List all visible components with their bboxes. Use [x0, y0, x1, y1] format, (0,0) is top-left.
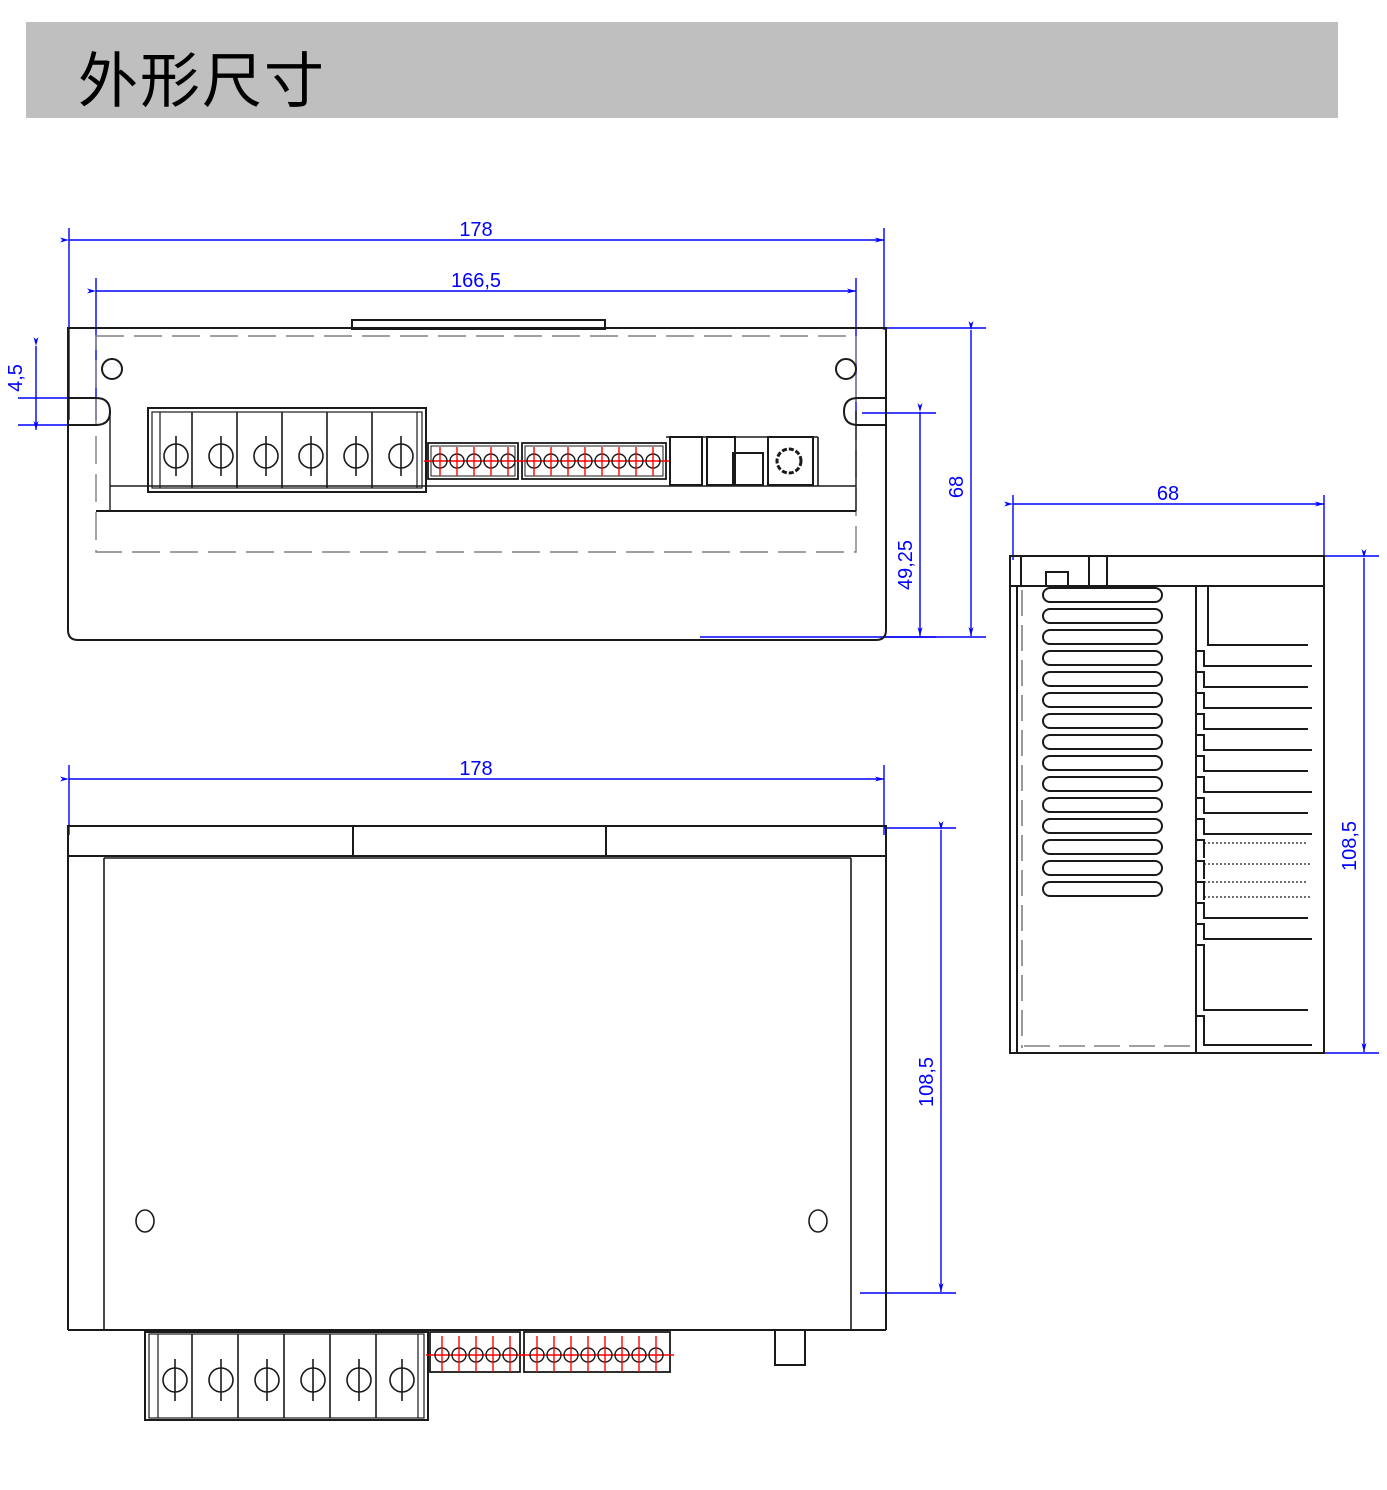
- front-body-outline: [67, 327, 887, 641]
- bottom-screw-terminal-block: [144, 1331, 429, 1421]
- bottom-body-inner: [103, 857, 852, 1330]
- front-view: 178 166,5 4,5 49,25: [5, 219, 986, 641]
- side-heatsink-fins: [1196, 585, 1312, 1046]
- dim-label-side-height-1085: 108,5: [1339, 821, 1361, 871]
- dim-label-front-ear-45: 4,5: [5, 364, 27, 392]
- dim-label-front-height-68: 68: [946, 476, 968, 498]
- front-mount-hole-left: [101, 358, 123, 380]
- page-title: 外形尺寸: [78, 47, 326, 117]
- front-screw-heads: [163, 436, 414, 476]
- side-heatsink-fins-hidden: [1204, 842, 1312, 898]
- side-heatsink-fins-hidden-verticals: [1196, 839, 1205, 900]
- bottom-top-band: [67, 825, 887, 857]
- bottom-connector-5pin: [426, 1331, 524, 1373]
- dim-label-bottom-width-178: 178: [459, 758, 492, 780]
- dim-side-height-1085: [1324, 549, 1379, 1054]
- bottom-view: 178 108,5: [60, 758, 956, 1421]
- side-vent-slots: [1042, 587, 1163, 897]
- dim-front-height-68: [884, 321, 986, 638]
- bottom-screw-heads: [162, 1359, 415, 1401]
- dim-label-front-height-4925: 49,25: [895, 540, 917, 590]
- side-body-outline: [1009, 555, 1325, 1054]
- dim-front-ear-45: [18, 337, 80, 430]
- bottom-mount-hole-right: [808, 1209, 828, 1233]
- dim-label-front-width-1665: 166,5: [451, 270, 501, 292]
- dim-label-front-width-178: 178: [459, 219, 492, 241]
- front-faceplate-hidden: [95, 335, 857, 553]
- dim-label-side-width-68: 68: [1157, 483, 1179, 505]
- bottom-connector-9pin: [522, 1331, 674, 1373]
- dim-bottom-width-178: [60, 765, 885, 835]
- dim-bottom-depth-1085: [860, 821, 956, 1294]
- front-indicator-circle: [767, 436, 814, 486]
- dim-front-width-178: [60, 228, 885, 420]
- front-mount-ear-right: [842, 397, 886, 426]
- front-top-strip: [351, 319, 606, 330]
- bottom-tab: [774, 1329, 806, 1366]
- dim-side-width-68: [1004, 495, 1325, 560]
- front-mount-hole-right: [835, 358, 857, 380]
- bottom-mount-hole-left: [135, 1209, 155, 1233]
- dim-front-width-1665: [87, 278, 857, 420]
- bottom-body-outline: [67, 856, 887, 1331]
- section-banner: 外形尺寸: [26, 22, 1338, 118]
- front-connector-9pin: [520, 442, 670, 480]
- front-small-blocks: [669, 436, 764, 486]
- dim-label-bottom-depth-1085: 108,5: [916, 1057, 938, 1107]
- front-connector-5pin: [424, 442, 522, 480]
- side-view: 68 108,5: [1004, 483, 1379, 1054]
- front-mount-ear-left: [68, 397, 112, 426]
- side-top-cap: [1010, 556, 1324, 587]
- front-screw-terminal-block: [147, 407, 427, 493]
